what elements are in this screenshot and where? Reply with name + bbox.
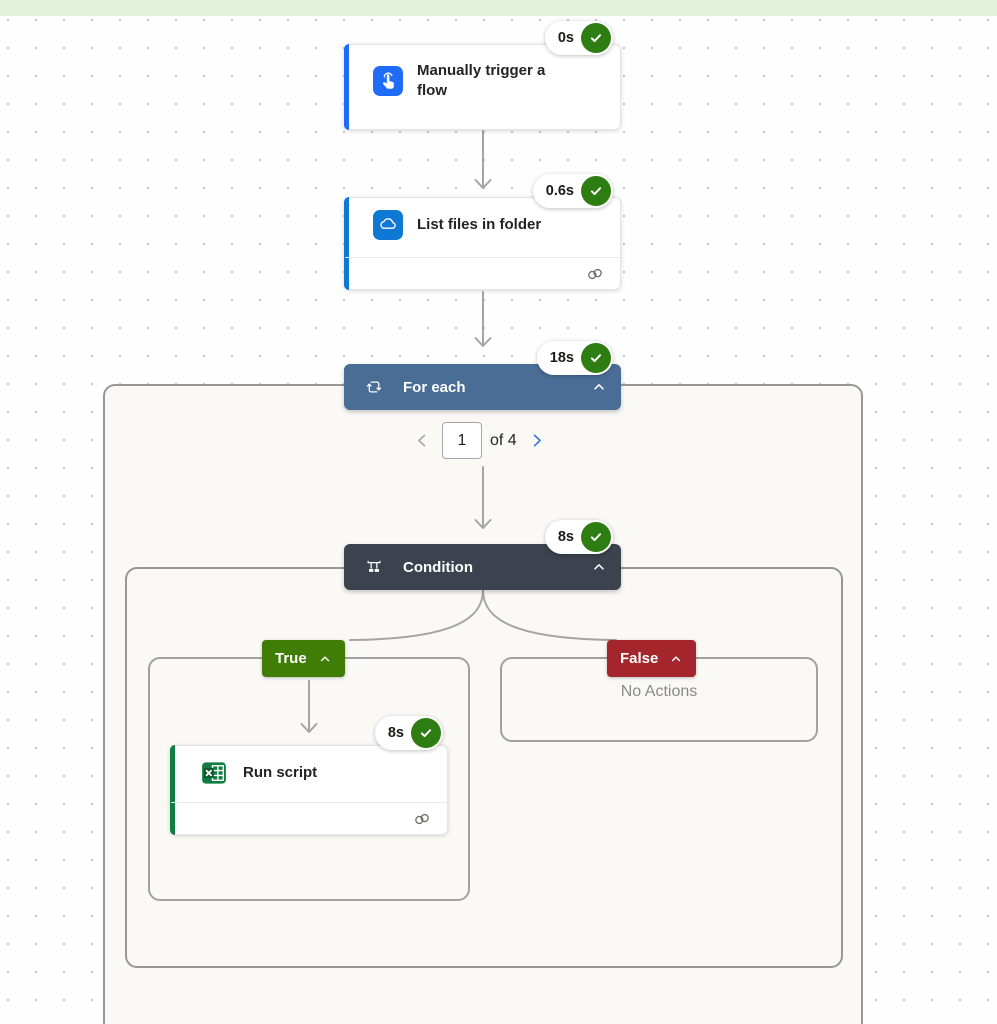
trigger-accent-bar [344,44,349,130]
chevron-up-icon[interactable] [591,559,607,575]
list-files-card-title: List files in folder [417,215,542,233]
chevron-up-icon[interactable] [669,652,683,666]
duration-label: 8s [557,529,574,545]
chevron-up-icon[interactable] [591,379,607,395]
checkmark-circle-icon [581,23,611,53]
status-badge-list-files[interactable]: 0.6s [532,174,613,208]
chevron-up-icon[interactable] [318,652,332,666]
previous-page-button[interactable] [413,431,432,450]
checkmark-circle-icon [581,522,611,552]
condition-title: Condition [403,558,473,576]
run-script-card[interactable]: Run script [170,745,448,835]
trigger-card[interactable]: Manually trigger a flow [344,44,621,130]
next-page-button[interactable] [527,431,546,450]
list-files-card[interactable]: List files in folder [344,197,621,290]
checkmark-circle-icon [581,343,611,373]
duration-label: 18s [549,350,574,366]
hand-tap-icon [373,66,403,97]
top-strip [0,0,997,16]
excel-icon [199,758,229,788]
duration-label: 8s [387,725,404,741]
status-badge-for-each[interactable]: 18s [536,341,613,375]
status-badge-run-script[interactable]: 8s [374,716,443,750]
for-each-pagination: of 4 [413,422,546,459]
true-branch-badge[interactable]: True [262,640,345,677]
duration-label: 0.6s [545,183,574,199]
run-script-card-footer [171,802,447,834]
link-icon[interactable] [412,809,432,829]
checkmark-circle-icon [581,176,611,206]
list-files-accent-bar [344,197,349,290]
duration-label: 0s [557,30,574,46]
status-badge-condition[interactable]: 8s [544,520,613,554]
page-count-label: of 4 [490,431,517,449]
list-files-card-footer [345,257,620,289]
no-actions-text: No Actions [620,683,698,700]
loop-icon [364,377,384,397]
for-each-title: For each [403,378,466,396]
page-number-input[interactable] [442,422,482,459]
checkmark-circle-icon [411,718,441,748]
status-badge-trigger[interactable]: 0s [544,21,613,55]
false-branch-label: False [620,650,659,667]
true-branch-label: True [275,650,307,667]
false-branch-badge[interactable]: False [607,640,697,677]
trigger-card-title: Manually trigger a flow [417,62,546,100]
condition-branch-icon [364,557,384,577]
link-icon[interactable] [585,264,605,284]
onedrive-cloud-icon [373,210,403,240]
run-script-accent-bar [170,745,175,835]
run-script-card-title: Run script [243,763,318,781]
